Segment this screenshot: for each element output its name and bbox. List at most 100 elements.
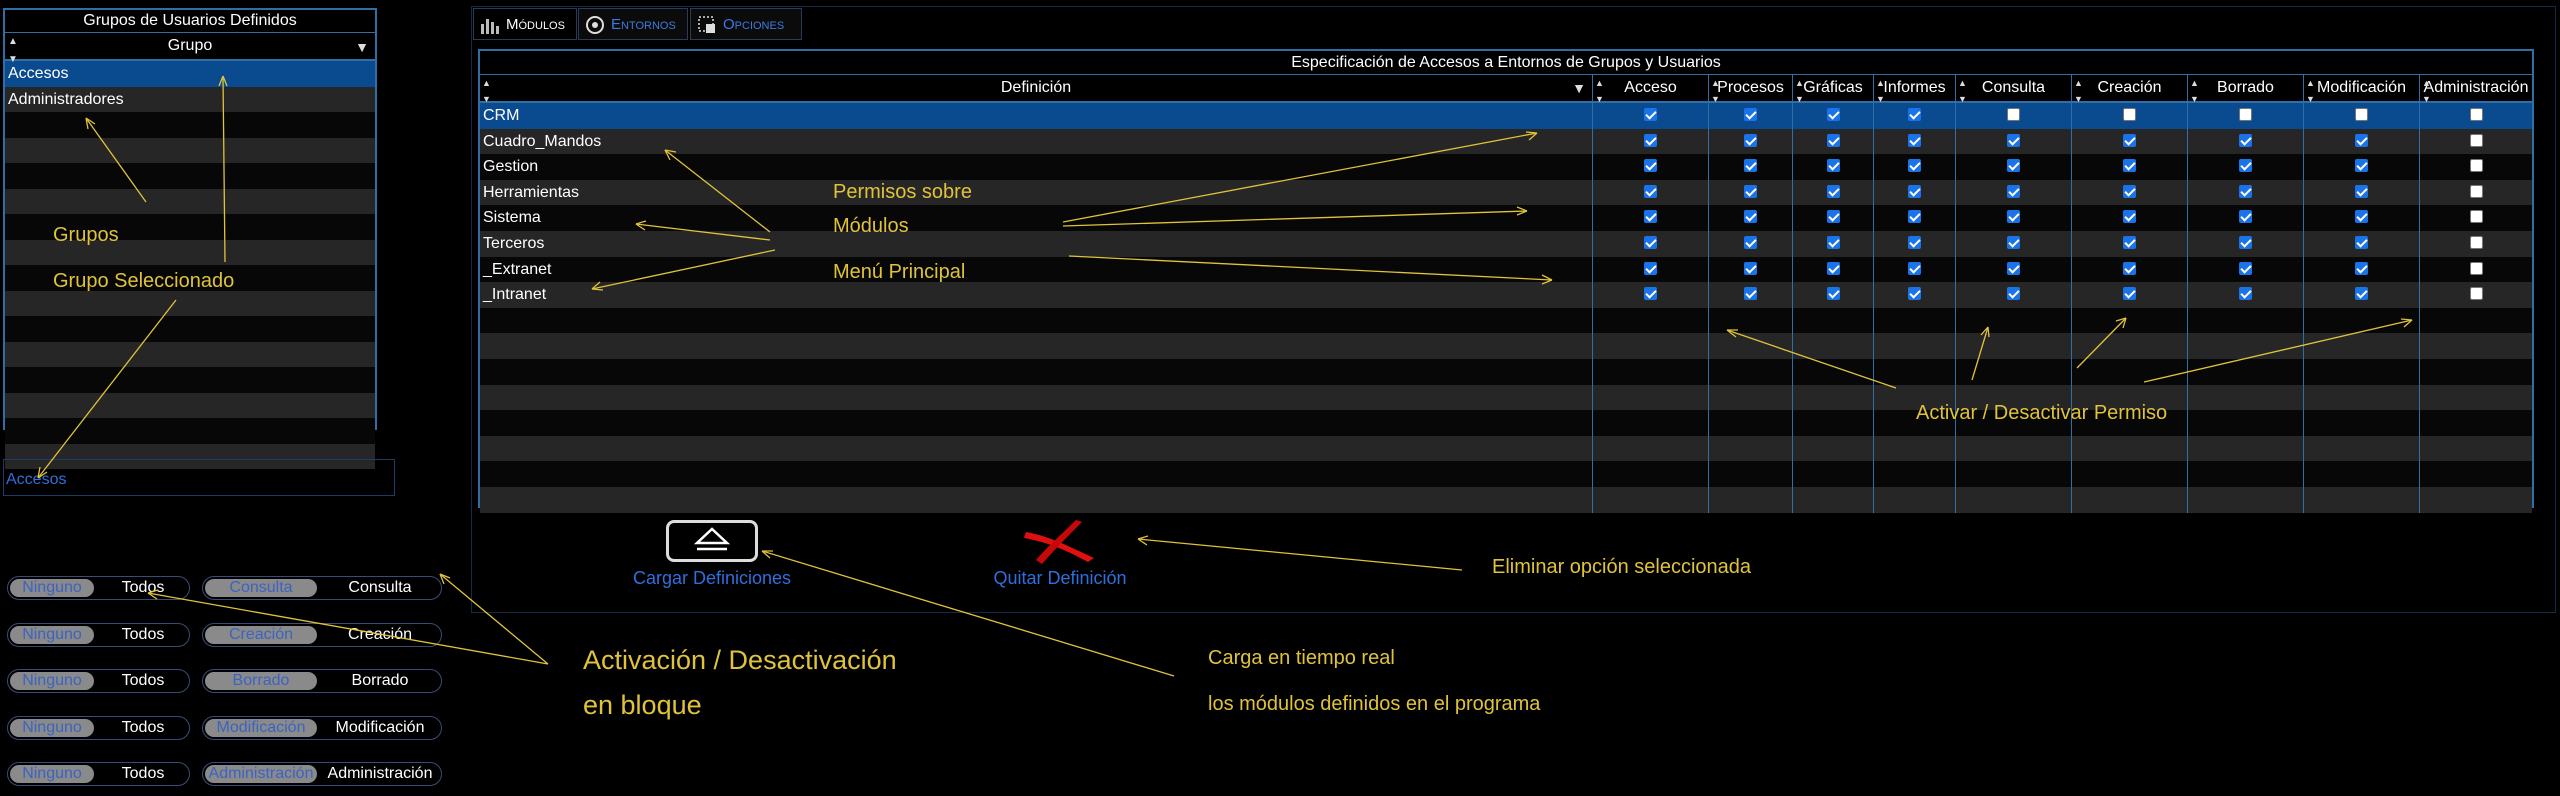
column-header-9[interactable]: ▲▼Administración xyxy=(2419,75,2532,104)
permission-checkbox[interactable] xyxy=(1644,108,1657,121)
permission-checkbox[interactable] xyxy=(2355,133,2368,147)
permission-checkbox[interactable] xyxy=(2123,159,2136,173)
tab-modulos[interactable]: Módulos xyxy=(473,8,577,40)
permission-checkbox[interactable] xyxy=(2123,184,2136,198)
permission-checkbox[interactable] xyxy=(1908,261,1921,275)
permission-checkbox[interactable] xyxy=(1826,210,1840,224)
permission-checkbox[interactable] xyxy=(2239,235,2252,249)
column-header-7[interactable]: ▲▼Borrado xyxy=(2187,75,2303,104)
table-row[interactable] xyxy=(480,307,2532,334)
group-row[interactable] xyxy=(5,239,375,265)
load-definitions-label[interactable]: Cargar Definiciones xyxy=(632,568,792,588)
table-row[interactable]: CRM xyxy=(480,103,2532,129)
tab-entornos[interactable]: Entornos xyxy=(578,8,688,40)
permission-checkbox[interactable] xyxy=(2469,184,2483,198)
permission-checkbox[interactable] xyxy=(1744,210,1757,224)
permission-checkbox[interactable] xyxy=(1744,235,1757,249)
toggle-permission-0[interactable]: Consulta Consulta xyxy=(202,576,442,600)
table-row[interactable] xyxy=(480,461,2532,487)
permission-checkbox[interactable] xyxy=(2007,261,2020,275)
toggle-all-0[interactable]: Ninguno Todos xyxy=(7,576,190,600)
sort-icon[interactable]: ▲▼ xyxy=(1876,78,1885,104)
column-header-5[interactable]: ▲▼Consulta xyxy=(1955,75,2071,104)
table-row[interactable] xyxy=(480,435,2532,462)
permission-checkbox[interactable] xyxy=(1908,184,1921,198)
tab-opciones[interactable]: Opciones xyxy=(690,8,802,40)
toggle-permission-1[interactable]: Creación Creación xyxy=(202,622,442,647)
group-row[interactable] xyxy=(5,188,375,214)
permission-checkbox[interactable] xyxy=(2239,133,2252,147)
sort-icon[interactable]: ▲▼ xyxy=(2190,78,2199,104)
permission-checkbox[interactable] xyxy=(2239,287,2252,301)
remove-definition-button[interactable] xyxy=(1018,518,1102,566)
load-definitions-button[interactable] xyxy=(666,520,758,562)
permission-checkbox[interactable] xyxy=(1744,261,1757,275)
table-row[interactable]: _Extranet xyxy=(480,256,2532,283)
toggle-all-1[interactable]: Ninguno Todos xyxy=(7,622,190,647)
group-row[interactable]: Administradores xyxy=(5,86,375,112)
filter-icon[interactable]: ▼ xyxy=(1572,80,1586,96)
permission-checkbox[interactable] xyxy=(2007,184,2020,198)
sort-icon[interactable]: ▲▼ xyxy=(1595,78,1604,104)
permission-checkbox[interactable] xyxy=(2469,108,2483,121)
permission-checkbox[interactable] xyxy=(2239,108,2252,121)
permission-checkbox[interactable] xyxy=(1644,235,1657,249)
permission-checkbox[interactable] xyxy=(2007,133,2020,147)
permission-checkbox[interactable] xyxy=(2239,159,2252,173)
permission-checkbox[interactable] xyxy=(1744,159,1757,173)
toggle-all-3[interactable]: Ninguno Todos xyxy=(7,715,190,740)
permission-checkbox[interactable] xyxy=(1826,235,1840,249)
column-header-1[interactable]: ▲▼Acceso xyxy=(1592,75,1708,104)
group-row[interactable] xyxy=(5,392,375,418)
permission-checkbox[interactable] xyxy=(1826,108,1840,121)
permission-checkbox[interactable] xyxy=(1744,108,1757,121)
group-row[interactable] xyxy=(5,290,375,316)
permission-checkbox[interactable] xyxy=(2123,210,2136,224)
permission-checkbox[interactable] xyxy=(2355,108,2368,121)
table-row[interactable]: Terceros xyxy=(480,230,2532,257)
group-row[interactable] xyxy=(5,137,375,163)
permission-checkbox[interactable] xyxy=(2355,235,2368,249)
permission-checkbox[interactable] xyxy=(2469,210,2483,224)
permission-checkbox[interactable] xyxy=(2469,133,2483,147)
table-row[interactable] xyxy=(480,410,2532,436)
sort-icon[interactable]: ▲▼ xyxy=(2306,78,2315,104)
table-row[interactable] xyxy=(480,333,2532,359)
permission-checkbox[interactable] xyxy=(1644,133,1657,147)
permission-checkbox[interactable] xyxy=(1744,133,1757,147)
groups-column-header[interactable]: ▲▼ Grupo ▼ xyxy=(5,33,375,65)
column-header-0[interactable]: ▲▼Definición▼ xyxy=(480,75,1592,104)
group-row[interactable]: Accesos xyxy=(5,61,375,87)
permission-checkbox[interactable] xyxy=(2355,159,2368,173)
permission-checkbox[interactable] xyxy=(2355,261,2368,275)
group-row[interactable] xyxy=(5,341,375,367)
permission-checkbox[interactable] xyxy=(2123,108,2136,121)
permission-checkbox[interactable] xyxy=(2007,235,2020,249)
permission-checkbox[interactable] xyxy=(2123,287,2136,301)
remove-definition-label[interactable]: Quitar Definición xyxy=(993,568,1127,588)
sort-icon[interactable]: ▲▼ xyxy=(2422,78,2431,104)
permission-checkbox[interactable] xyxy=(2007,108,2020,121)
permission-checkbox[interactable] xyxy=(1644,184,1657,198)
permission-checkbox[interactable] xyxy=(1744,287,1757,301)
filter-icon[interactable]: ▼ xyxy=(355,39,369,55)
permission-checkbox[interactable] xyxy=(2355,210,2368,224)
sort-icon[interactable]: ▲▼ xyxy=(482,78,491,104)
permission-checkbox[interactable] xyxy=(2007,159,2020,173)
group-row[interactable] xyxy=(5,112,375,138)
permission-checkbox[interactable] xyxy=(2239,261,2252,275)
group-row[interactable] xyxy=(5,367,375,393)
permission-checkbox[interactable] xyxy=(1908,287,1921,301)
permission-checkbox[interactable] xyxy=(1644,210,1657,224)
permission-checkbox[interactable] xyxy=(2123,133,2136,147)
permission-checkbox[interactable] xyxy=(2469,159,2483,173)
permission-checkbox[interactable] xyxy=(1908,108,1921,121)
table-row[interactable]: Cuadro_Mandos xyxy=(480,128,2532,155)
permission-checkbox[interactable] xyxy=(2239,210,2252,224)
permission-checkbox[interactable] xyxy=(2355,184,2368,198)
toggle-all-4[interactable]: Ninguno Todos xyxy=(7,762,190,786)
permission-checkbox[interactable] xyxy=(1826,133,1840,147)
group-row[interactable] xyxy=(5,214,375,240)
column-header-4[interactable]: ▲▼Informes xyxy=(1873,75,1955,104)
group-row[interactable] xyxy=(5,316,375,342)
